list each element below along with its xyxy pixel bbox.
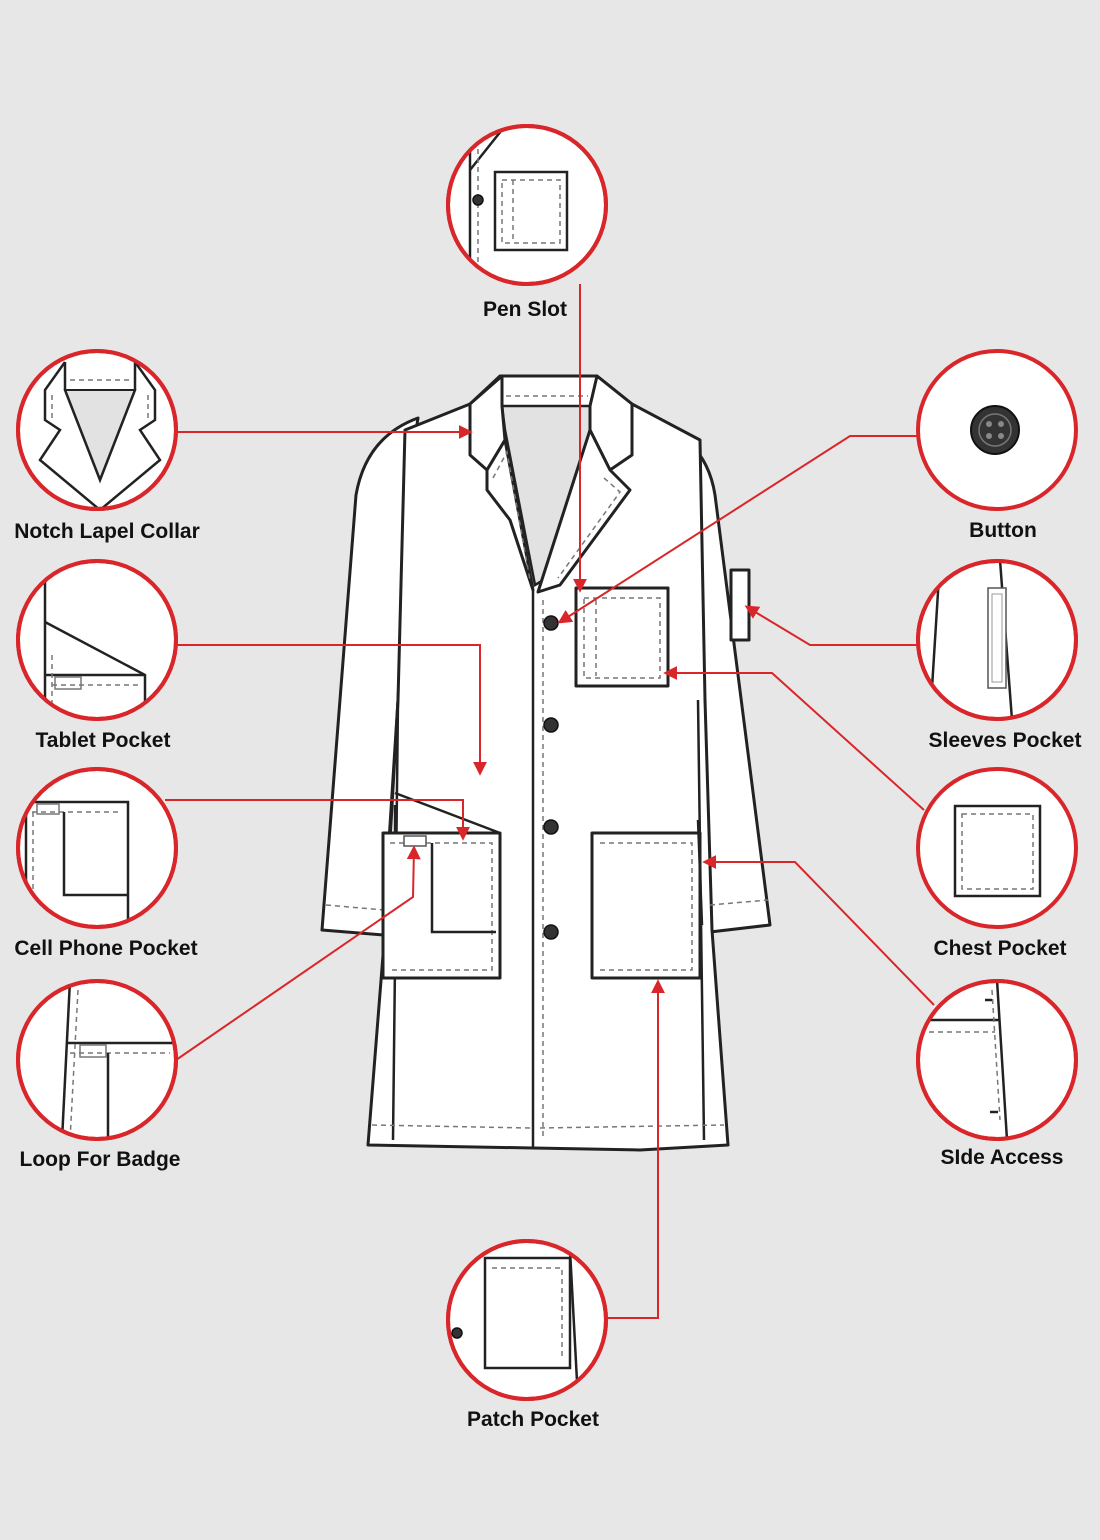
lab-coat-illustration xyxy=(320,374,772,1152)
sleeve-pocket-shape xyxy=(729,568,751,642)
label-sleeves-pocket: Sleeves Pocket xyxy=(929,729,1082,752)
loop-for-badge-callout xyxy=(16,979,178,1141)
coat-button-3 xyxy=(543,819,559,835)
tablet-pocket-callout xyxy=(16,559,178,721)
leader-lines xyxy=(165,284,935,1319)
leader-tablet-pocket xyxy=(176,644,487,776)
label-chest-pocket: Chest Pocket xyxy=(933,937,1066,960)
leader-loop-for-badge xyxy=(175,845,421,1061)
left-lapel xyxy=(485,438,535,592)
leader-button xyxy=(557,435,918,624)
label-patch-pocket: Patch Pocket xyxy=(467,1408,599,1431)
label-cell-phone-pocket: Cell Phone Pocket xyxy=(14,937,197,960)
leader-patch-pocket xyxy=(606,979,665,1319)
side-access-callout xyxy=(916,979,1078,1141)
label-loop-for-badge: Loop For Badge xyxy=(20,1148,181,1171)
label-notch-lapel-collar: Notch Lapel Collar xyxy=(14,520,200,543)
leader-chest-pocket xyxy=(663,666,925,811)
chest-pocket-callout xyxy=(916,767,1078,929)
pen-slot-callout xyxy=(446,124,608,286)
leader-cell-phone-pocket xyxy=(165,799,470,841)
coat-button-4 xyxy=(543,924,559,940)
label-button: Button xyxy=(969,519,1037,542)
button-callout xyxy=(916,349,1078,511)
chest-pocket-shape xyxy=(574,586,670,688)
right-lapel xyxy=(536,428,632,594)
right-lower-pocket-shape xyxy=(590,831,702,980)
leader-sleeves-pocket xyxy=(744,605,918,646)
coat-button-2 xyxy=(543,717,559,733)
patch-pocket-callout xyxy=(446,1239,608,1401)
sleeves-pocket-callout xyxy=(916,559,1078,721)
label-side-access: SIde Access xyxy=(941,1146,1064,1169)
coat-button-1 xyxy=(543,615,559,631)
cell-phone-pocket-callout xyxy=(16,767,178,929)
notch-lapel-collar-callout xyxy=(16,349,178,511)
leader-side-access xyxy=(702,855,935,1006)
label-tablet-pocket: Tablet Pocket xyxy=(36,729,171,752)
label-pen-slot: Pen Slot xyxy=(483,298,567,321)
